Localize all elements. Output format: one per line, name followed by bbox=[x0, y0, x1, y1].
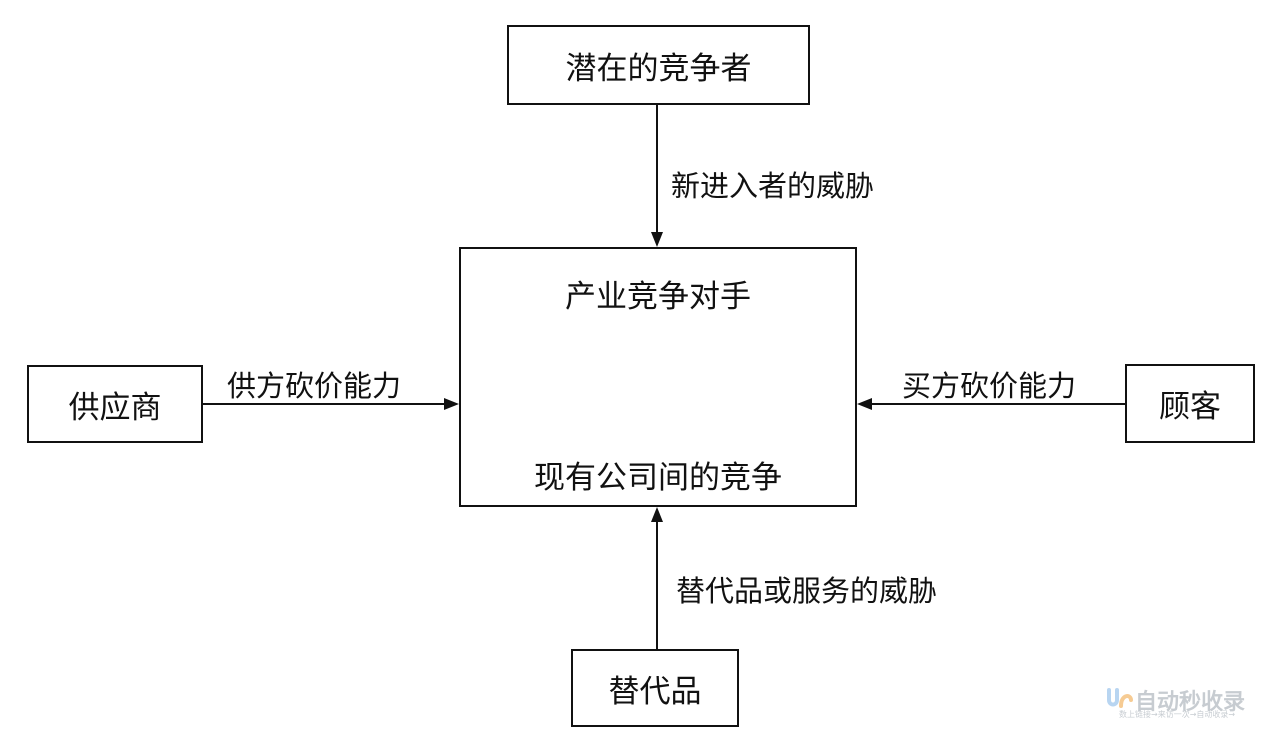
arrow-substitutes-head bbox=[651, 507, 663, 522]
arrow-new-entrants-head bbox=[651, 232, 663, 247]
suppliers-box: 供应商 bbox=[27, 365, 203, 443]
watermark-title: 自动秒收录 bbox=[1135, 690, 1246, 715]
substitutes-label: 替代品 bbox=[608, 673, 702, 710]
buyer-power-label: 买方砍价能力 bbox=[902, 369, 1077, 403]
substitutes-box: 替代品 bbox=[571, 649, 739, 727]
arrow-buyers-head bbox=[857, 398, 872, 410]
arrow-suppliers-head bbox=[444, 398, 459, 410]
industry-rivals-title: 产业竞争对手 bbox=[565, 279, 751, 315]
buyers-box: 顾客 bbox=[1125, 364, 1255, 443]
threat-new-entrants-label: 新进入者的威胁 bbox=[671, 169, 875, 203]
buyers-label: 顾客 bbox=[1159, 389, 1221, 425]
supplier-power-label: 供方砍价能力 bbox=[227, 369, 402, 403]
industry-rivals-subtitle: 现有公司间的竞争 bbox=[534, 460, 782, 496]
threat-substitutes-label: 替代品或服务的威胁 bbox=[676, 574, 938, 608]
watermark-icon bbox=[1107, 688, 1133, 708]
watermark-logo: 自动秒收录 数上链接→来访一次→自动收录→ bbox=[1105, 684, 1265, 724]
watermark-tagline: 数上链接→来访一次→自动收录→ bbox=[1119, 710, 1236, 719]
potential-entrants-label: 潜在的竞争者 bbox=[565, 50, 752, 87]
potential-entrants-box: 潜在的竞争者 bbox=[507, 25, 810, 105]
industry-rivals-box: 产业竞争对手 现有公司间的竞争 bbox=[459, 247, 857, 507]
suppliers-label: 供应商 bbox=[68, 389, 162, 426]
